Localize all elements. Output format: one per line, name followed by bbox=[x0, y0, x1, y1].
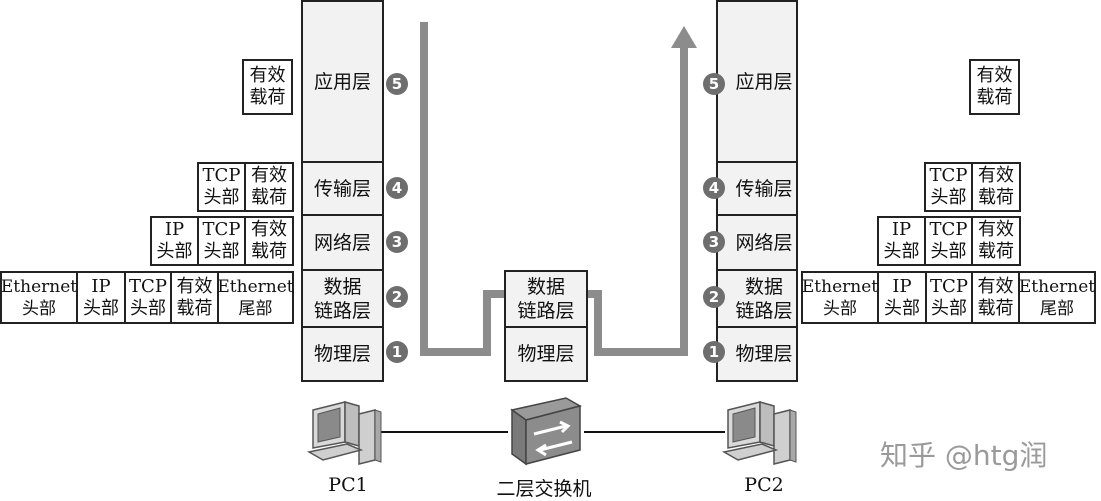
pc1-badge-2: 2 bbox=[386, 286, 408, 308]
right-app-payload: 有效 载荷 bbox=[969, 59, 1020, 115]
watermark: 知乎 @htg润 bbox=[880, 439, 1048, 472]
pc1-badge-4: 4 bbox=[386, 177, 408, 199]
pc2-network-layer: 网络层 bbox=[716, 214, 798, 271]
pc1-physical-layer: 物理层 bbox=[301, 326, 384, 382]
left-datalink-ip-header: IP 头部 bbox=[76, 271, 126, 324]
pc2-physical-layer: 物理层 bbox=[716, 326, 798, 382]
switch-datalink-label: 数据 链路层 bbox=[517, 276, 575, 322]
right-datalink-ip-header: IP 头部 bbox=[877, 271, 927, 324]
switch-physical-layer: 物理层 bbox=[504, 326, 588, 382]
left-transport-payload: 有效 载荷 bbox=[244, 162, 294, 212]
pc2-badge-2: 2 bbox=[703, 286, 725, 308]
left-network-ip-header: IP 头部 bbox=[150, 216, 199, 266]
right-network-ip-header: IP 头部 bbox=[877, 216, 926, 266]
switch-label: 二层交换机 bbox=[496, 478, 592, 500]
switch-physical-label: 物理层 bbox=[517, 343, 575, 365]
pc2-application-layer: 应用层 bbox=[716, 0, 798, 163]
right-datalink-ethernet-trailer: Ethernet 尾部 bbox=[1018, 271, 1096, 324]
pc1-application-layer: 应用层 bbox=[301, 0, 384, 163]
pc1-network-label: 网络层 bbox=[313, 231, 371, 254]
pc2-badge-3: 3 bbox=[703, 231, 725, 253]
data-flow-arrowhead bbox=[671, 26, 697, 48]
pc2-application-label: 应用层 bbox=[735, 70, 793, 93]
pc1-badge-5: 5 bbox=[386, 73, 408, 95]
pc2-badge-5: 5 bbox=[703, 73, 725, 95]
pc1-transport-layer: 传输层 bbox=[301, 161, 384, 216]
pc1-physical-label: 物理层 bbox=[313, 343, 371, 365]
right-datalink-payload: 有效 载荷 bbox=[971, 271, 1020, 324]
right-datalink-ethernet-header: Ethernet 头部 bbox=[801, 271, 879, 324]
pc1-application-label: 应用层 bbox=[313, 70, 371, 93]
pc2-datalink-label: 数据 链路层 bbox=[735, 275, 793, 322]
pc2-computer-icon bbox=[721, 401, 797, 465]
right-transport-tcp-header: TCP 头部 bbox=[924, 162, 973, 212]
pc2-datalink-layer: 数据 链路层 bbox=[716, 269, 798, 328]
pc1-computer-icon bbox=[306, 401, 382, 465]
pc1-datalink-label: 数据 链路层 bbox=[313, 275, 371, 322]
left-datalink-payload: 有效 载荷 bbox=[170, 271, 219, 324]
left-transport-tcp-header: TCP 头部 bbox=[197, 162, 246, 212]
left-datalink-ethernet-trailer: Ethernet 尾部 bbox=[217, 271, 294, 324]
pc1-badge-1: 1 bbox=[386, 341, 408, 363]
pc2-badge-4: 4 bbox=[703, 177, 725, 199]
pc2-transport-label: 传输层 bbox=[735, 177, 793, 200]
pc1-badge-3: 3 bbox=[386, 231, 408, 253]
pc1-transport-label: 传输层 bbox=[313, 177, 371, 200]
right-transport-payload: 有效 载荷 bbox=[971, 162, 1021, 212]
right-datalink-tcp-header: TCP 头部 bbox=[925, 271, 973, 324]
pc2-network-label: 网络层 bbox=[735, 231, 793, 254]
pc2-physical-label: 物理层 bbox=[735, 343, 793, 365]
pc1-datalink-layer: 数据 链路层 bbox=[301, 269, 384, 328]
pc2-label: PC2 bbox=[744, 474, 784, 496]
pc2-badge-1: 1 bbox=[703, 341, 725, 363]
left-datalink-ethernet-header: Ethernet 头部 bbox=[0, 271, 78, 324]
switch-icon bbox=[510, 397, 582, 466]
left-datalink-tcp-header: TCP 头部 bbox=[124, 271, 172, 324]
left-app-payload: 有效 载荷 bbox=[242, 59, 293, 115]
left-network-tcp-header: TCP 头部 bbox=[197, 216, 246, 266]
switch-datalink-layer: 数据 链路层 bbox=[504, 270, 588, 328]
right-network-payload: 有效 载荷 bbox=[971, 216, 1021, 266]
pc1-label: PC1 bbox=[328, 474, 368, 496]
right-network-tcp-header: TCP 头部 bbox=[924, 216, 973, 266]
pc2-transport-layer: 传输层 bbox=[716, 161, 798, 216]
pc1-network-layer: 网络层 bbox=[301, 214, 384, 271]
left-network-payload: 有效 载荷 bbox=[244, 216, 294, 266]
